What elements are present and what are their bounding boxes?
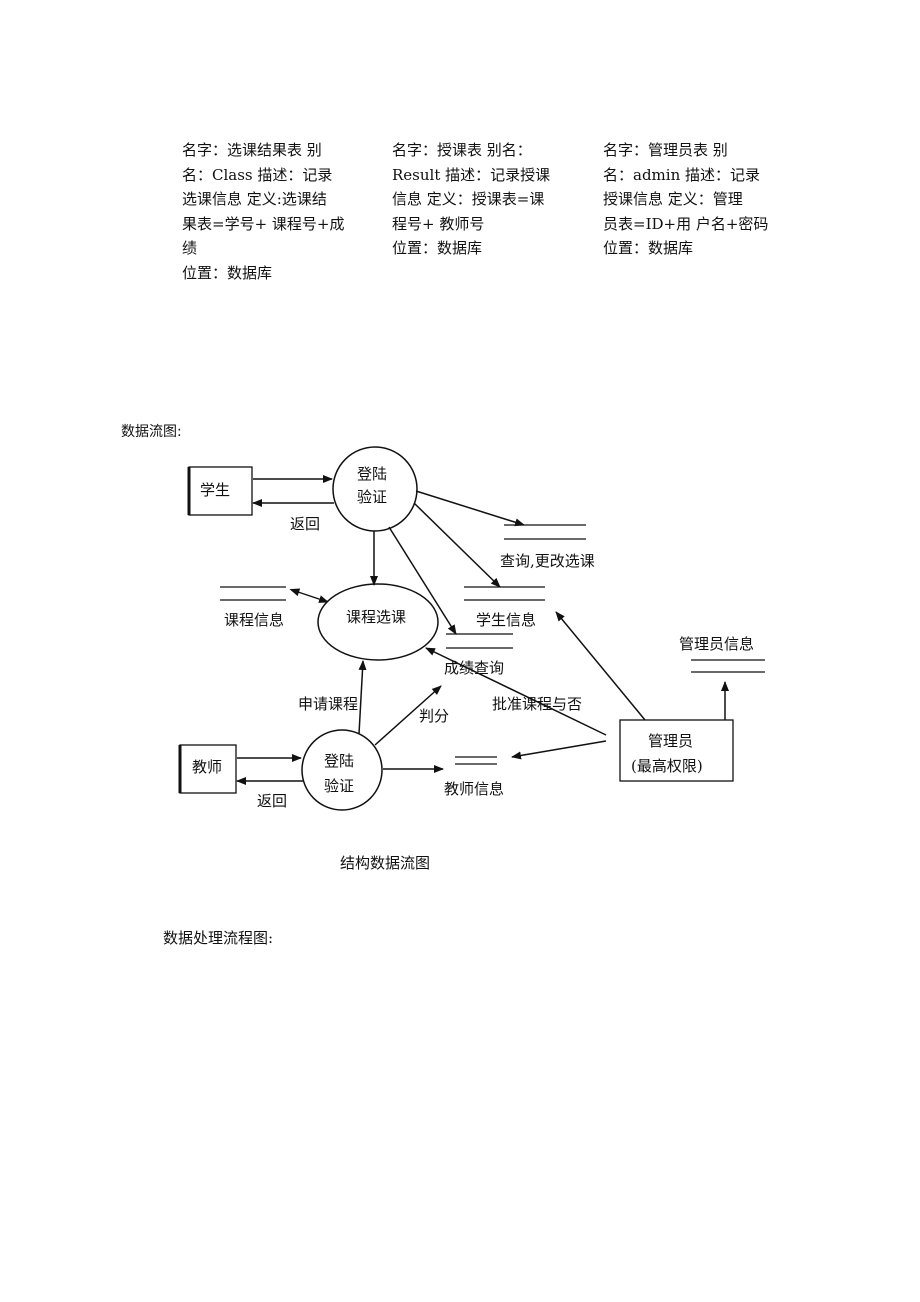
desc-line: 名：Class 描述：记录 bbox=[182, 165, 333, 184]
flow-admin-to-student-info bbox=[555, 611, 646, 721]
login-bottom-line2: 验证 bbox=[324, 777, 354, 795]
flow-login-to-score bbox=[388, 526, 457, 635]
admin-line2: (最高权限) bbox=[631, 757, 703, 775]
student-label: 学生 bbox=[200, 481, 230, 499]
apply-course-label: 申请课程 bbox=[298, 695, 358, 713]
teacher-label: 教师 bbox=[192, 758, 222, 776]
return-bottom-label: 返回 bbox=[257, 792, 287, 810]
entity-student: 学生 bbox=[187, 466, 253, 516]
desc-line: 果表=学号+ 课程号+成 bbox=[182, 214, 345, 233]
desc-line: 信息 定义：授课表=课 bbox=[392, 190, 545, 208]
dfd-heading: 数据流图: bbox=[121, 424, 182, 440]
course-select-label: 课程选课 bbox=[346, 608, 406, 626]
desc-line: Result 描述：记录授课 bbox=[392, 165, 551, 184]
diagram-caption: 结构数据流图 bbox=[340, 854, 431, 872]
admin-line1: 管理员 bbox=[648, 732, 693, 750]
course-info-label: 课程信息 bbox=[224, 611, 284, 629]
table-desc-class: 名字：选课结果表 别 名：Class 描述：记录 选课信息 定义:选课结 果表=… bbox=[182, 138, 354, 285]
process-course-select: 课程选课 bbox=[317, 583, 439, 661]
desc-line: 名字：选课结果表 别 bbox=[182, 141, 322, 159]
desc-line: 名：admin 描述：记录 bbox=[603, 165, 760, 184]
desc-line: 名字：授课表 别名： bbox=[392, 141, 532, 159]
flow-admin-to-teacher-info bbox=[511, 740, 607, 760]
process-login-bottom: 登陆 验证 bbox=[301, 729, 383, 811]
grading-label: 判分 bbox=[419, 707, 449, 725]
return-top-label: 返回 bbox=[290, 515, 320, 533]
query-change-label: 查询,更改选课 bbox=[500, 552, 595, 570]
admin-info-label: 管理员信息 bbox=[679, 635, 754, 653]
desc-line: 程号+ 教师号 bbox=[392, 214, 485, 233]
flow-login-to-course-apply bbox=[358, 660, 367, 735]
login-bottom-line1: 登陆 bbox=[324, 752, 354, 770]
flow-login-to-student-info bbox=[413, 502, 501, 588]
desc-line: 位置：数据库 bbox=[392, 239, 483, 257]
store-teacher-info: 教师信息 bbox=[444, 756, 504, 798]
approve-label: 批准课程与否 bbox=[492, 695, 582, 713]
store-query-change: 查询,更改选课 bbox=[500, 524, 595, 570]
flow-login-to-query bbox=[415, 490, 525, 527]
login-top-line2: 验证 bbox=[357, 488, 387, 506]
desc-line: 绩 bbox=[182, 239, 198, 257]
desc-line: 名字：管理员表 别 bbox=[603, 141, 728, 159]
teacher-info-label: 教师信息 bbox=[444, 780, 504, 798]
store-course-info: 课程信息 bbox=[220, 586, 286, 629]
store-admin-info: 管理员信息 bbox=[679, 635, 765, 673]
entity-teacher: 教师 bbox=[178, 744, 237, 794]
desc-line: 选课信息 定义:选课结 bbox=[182, 190, 327, 208]
desc-line: 位置：数据库 bbox=[182, 263, 273, 282]
flow-login-to-grading bbox=[374, 685, 442, 746]
entity-admin: 管理员 (最高权限) bbox=[619, 719, 734, 782]
process-heading: 数据处理流程图: bbox=[163, 929, 274, 947]
login-top-line1: 登陆 bbox=[357, 465, 387, 483]
store-score-query: 成绩查询 bbox=[444, 633, 513, 677]
store-student-info: 学生信息 bbox=[464, 586, 545, 629]
table-desc-result: 名字：授课表 别名： Result 描述：记录授课 信息 定义：授课表=课 程号… bbox=[392, 138, 564, 261]
desc-line: 员表=ID+用 户名+密码 bbox=[603, 214, 769, 233]
student-info-label: 学生信息 bbox=[476, 611, 536, 629]
desc-line: 授课信息 定义：管理 bbox=[603, 190, 743, 208]
flow-course-info-link bbox=[289, 588, 329, 603]
table-desc-admin: 名字：管理员表 别 名：admin 描述：记录 授课信息 定义：管理 员表=ID… bbox=[603, 138, 775, 261]
process-login-top: 登陆 验证 bbox=[332, 446, 418, 532]
flow-admin-to-course-select bbox=[425, 647, 607, 736]
desc-line: 位置：数据库 bbox=[603, 239, 694, 257]
